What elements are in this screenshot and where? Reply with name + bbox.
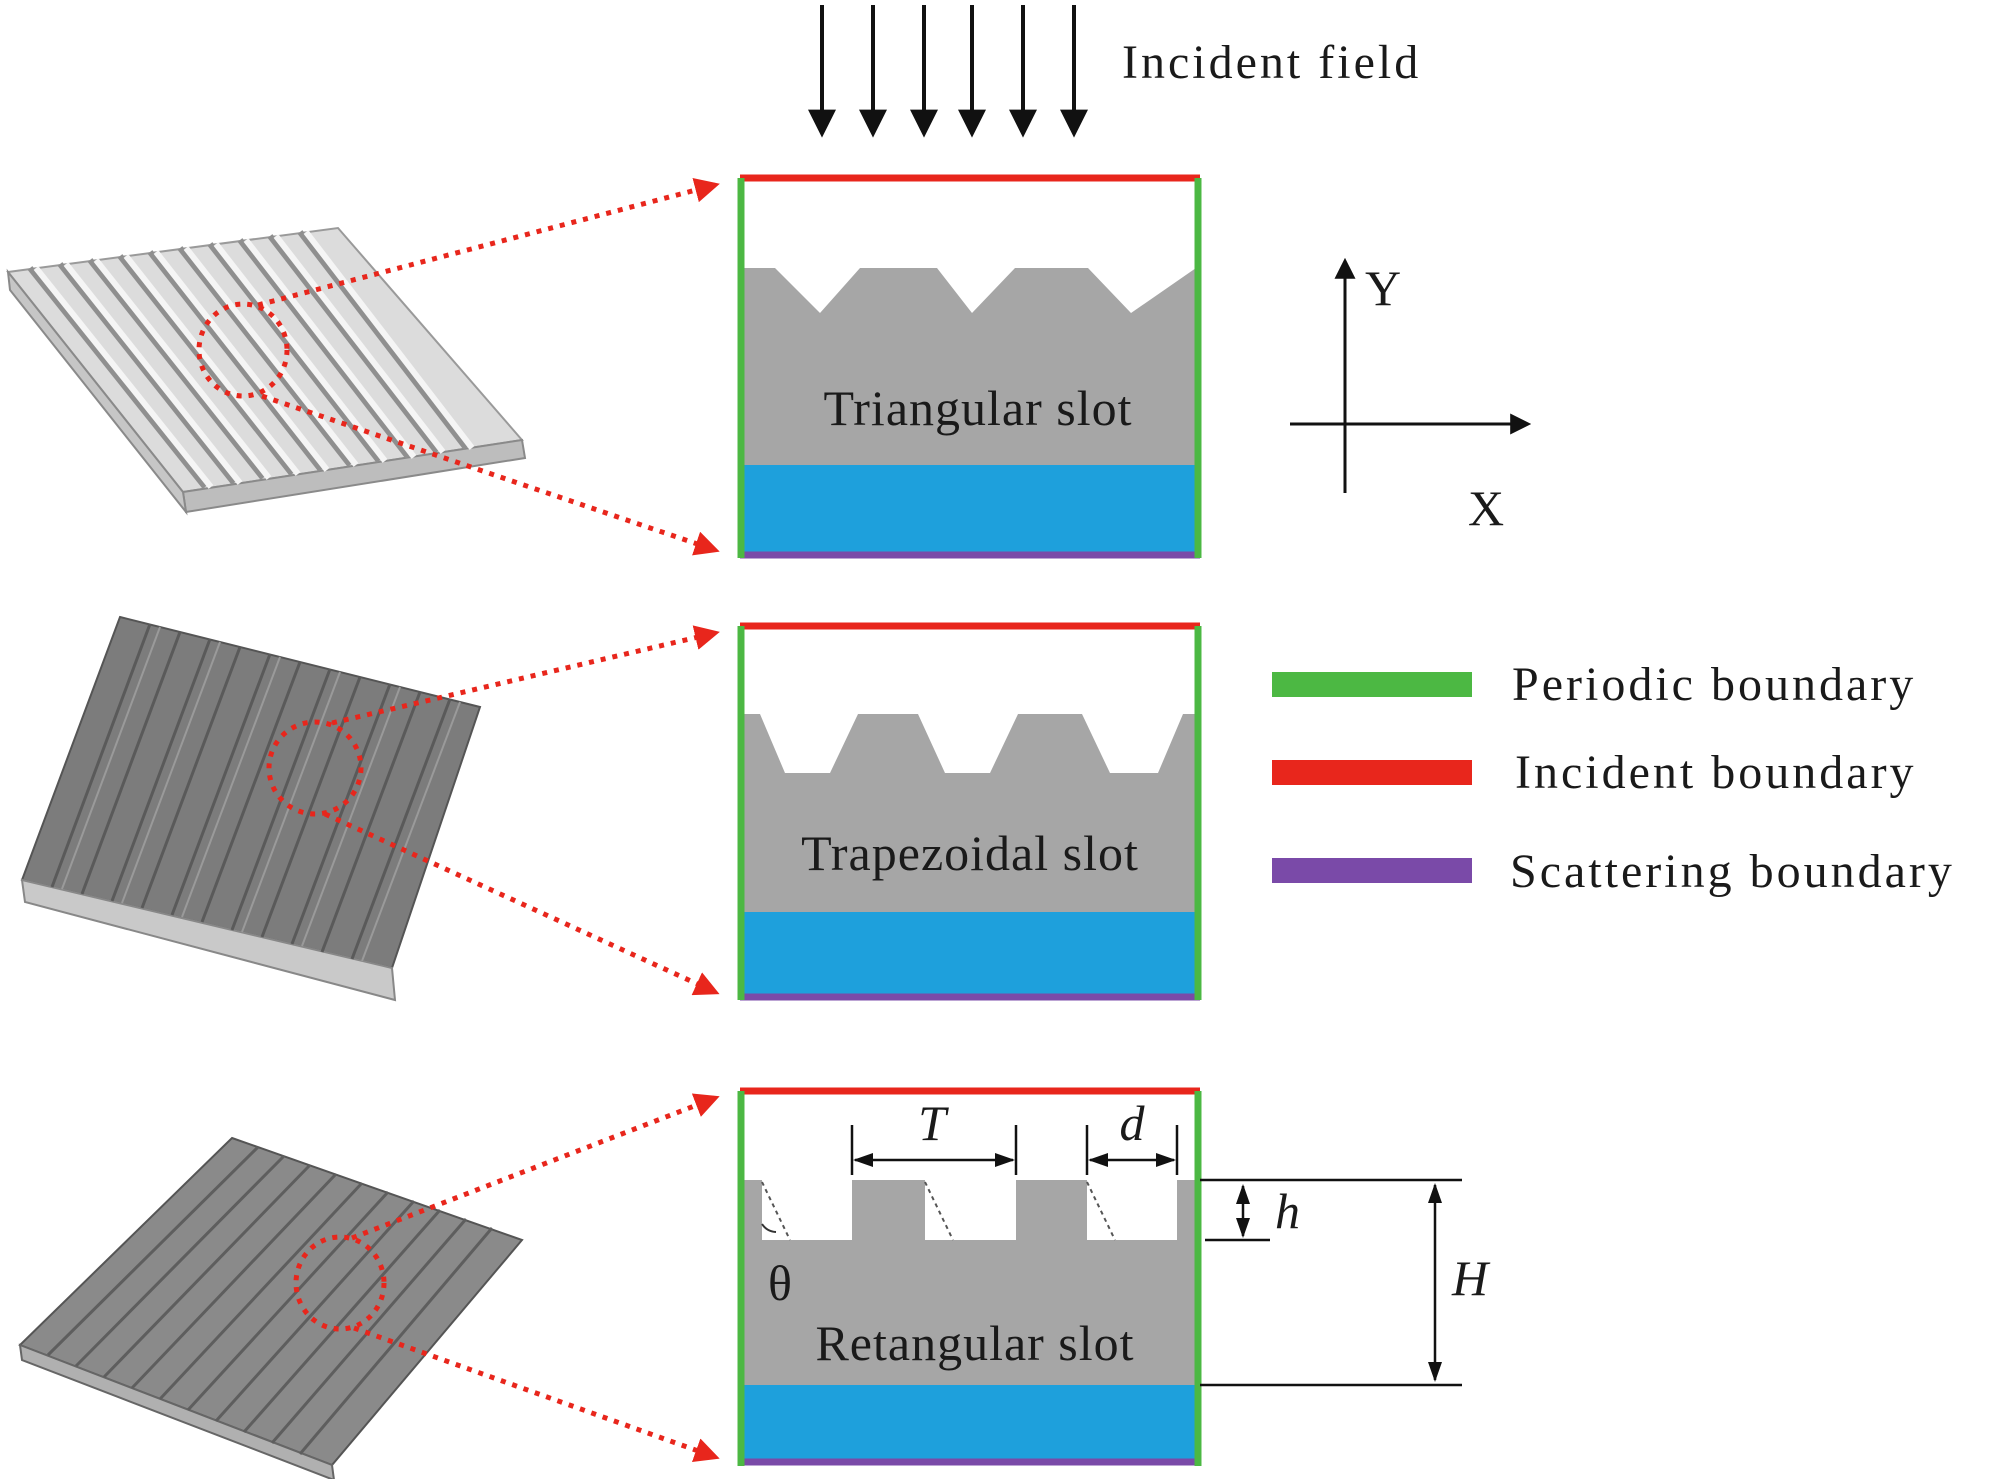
rectangular-slot-panel: Retangular slot θ T d h H	[737, 1087, 1491, 1466]
base-layer	[743, 465, 1196, 555]
legend-swatch-periodic	[1272, 672, 1472, 697]
legend-label-scattering: Scattering boundary	[1510, 845, 1955, 898]
zoom-circle-icon	[266, 719, 364, 817]
legend-label-periodic: Periodic boundary	[1512, 658, 1916, 711]
width-label: d	[1120, 1095, 1146, 1151]
zoom-leader-bottom	[261, 393, 720, 556]
legend: Periodic boundary Incident boundary Scat…	[1272, 658, 1955, 898]
plate-triangular-icon	[6, 226, 527, 516]
plate-trapezoidal-icon	[20, 615, 482, 1002]
height-label: H	[1451, 1250, 1491, 1306]
legend-swatch-scattering	[1272, 858, 1472, 883]
zoom-circle-icon	[196, 301, 290, 399]
plate-rectangular-icon	[18, 1136, 524, 1479]
theta-label: θ	[768, 1255, 792, 1311]
legend-label-incident: Incident boundary	[1515, 746, 1917, 799]
trapezoidal-slot-panel: Trapezoidal slot	[737, 622, 1202, 1001]
depth-label: h	[1275, 1183, 1300, 1239]
rectangular-substrate	[743, 1180, 1196, 1385]
triangular-substrate	[743, 268, 1196, 465]
slot-label: Trapezoidal slot	[801, 825, 1139, 881]
zoom-leader-top	[331, 625, 720, 726]
base-layer	[743, 1385, 1196, 1463]
x-axis-label: X	[1468, 480, 1504, 536]
slot-label: Retangular slot	[815, 1315, 1134, 1371]
y-axis-label: Y	[1365, 260, 1401, 316]
base-layer	[743, 912, 1196, 997]
slot-label: Triangular slot	[824, 380, 1133, 436]
trapezoidal-substrate	[743, 714, 1196, 912]
zoom-leader-top	[351, 1093, 720, 1241]
slant-guide	[761, 1181, 791, 1241]
incident-field-label: Incident field	[1122, 36, 1421, 89]
zoom-circle-icon	[293, 1234, 387, 1332]
legend-swatch-incident	[1272, 760, 1472, 785]
slant-guide	[924, 1181, 954, 1241]
triangular-slot-panel: Triangular slot	[737, 174, 1202, 559]
zoom-leader-bottom	[353, 1325, 720, 1463]
period-label: T	[918, 1095, 949, 1151]
angle-arc	[761, 1223, 777, 1233]
coordinate-axes: Y X	[1290, 257, 1532, 536]
slant-guide	[1086, 1181, 1116, 1241]
zoom-leaders	[196, 177, 720, 1463]
incident-arrows-icon	[808, 5, 1088, 138]
